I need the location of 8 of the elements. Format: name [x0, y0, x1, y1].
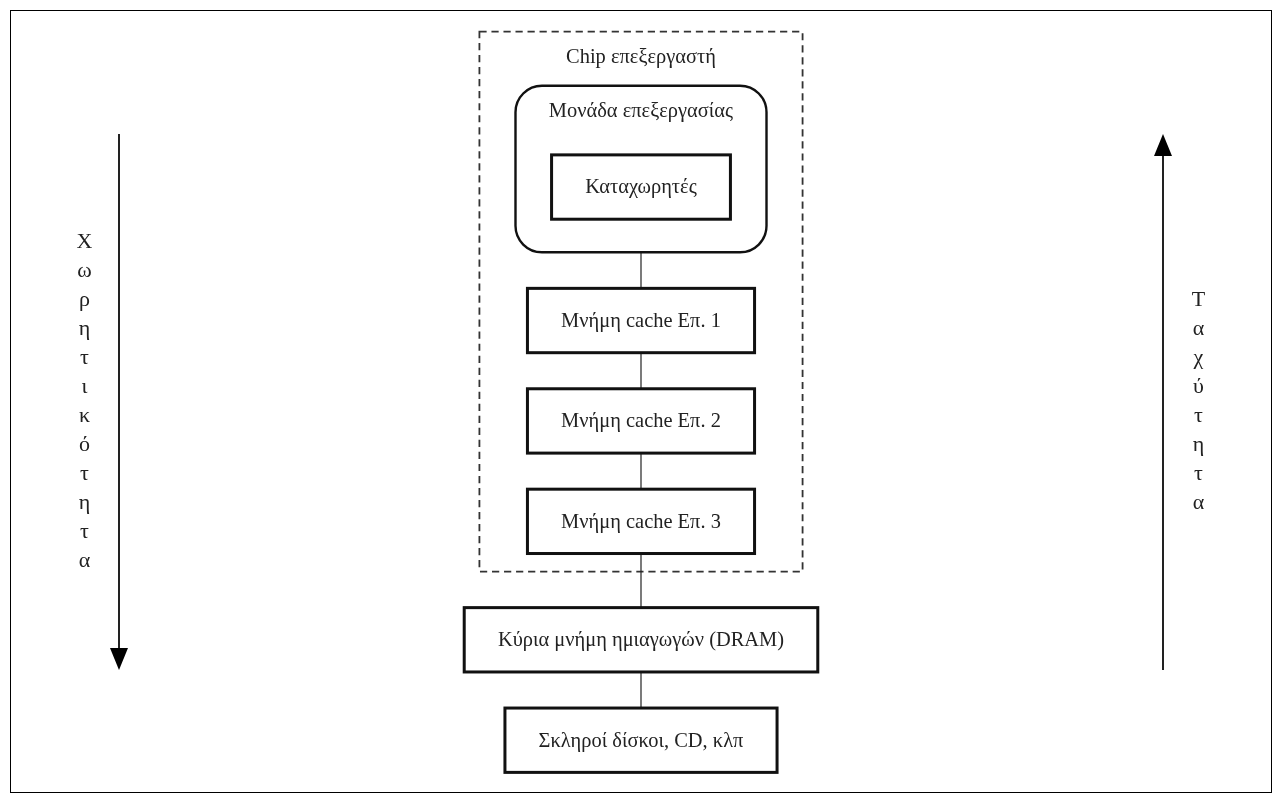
node-box: Μνήμη cache Επ. 3: [525, 487, 757, 555]
node-box: Καταχωρητές: [550, 152, 732, 221]
node-box: Μνήμη cache Επ. 2: [525, 386, 757, 455]
node-box: Κύρια μνήμη ημιαγωγών (DRAM): [462, 605, 820, 673]
axis-label: Χωρητικότητα: [71, 227, 97, 576]
node-box: Μνήμη cache Επ. 1: [525, 286, 757, 354]
axis-label: Ταχύτητα: [1185, 285, 1211, 518]
node-box: Σκληροί δίσκοι, CD, κλπ: [503, 706, 779, 774]
